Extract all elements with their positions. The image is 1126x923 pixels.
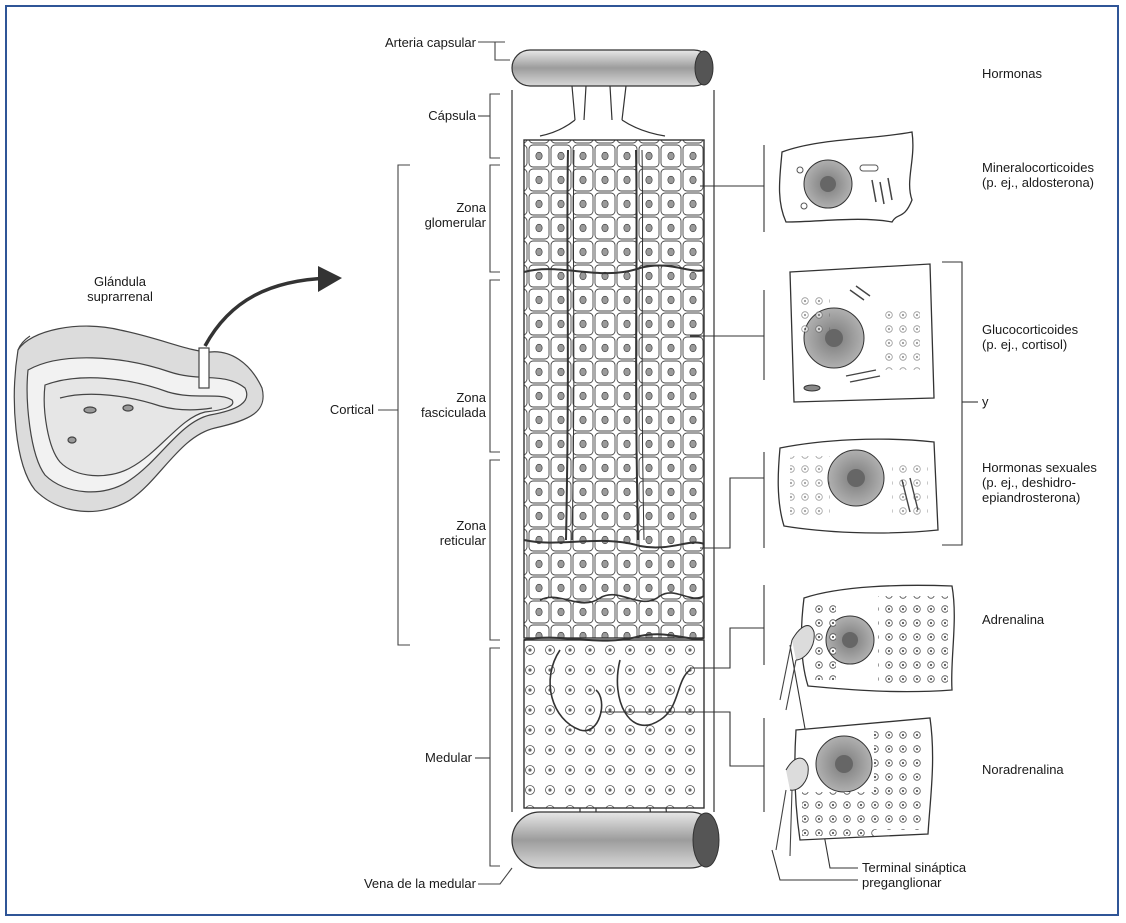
zoom-arrow bbox=[205, 278, 330, 346]
label-capsula: Cápsula bbox=[380, 108, 476, 123]
label-mineralocorticoides-1: Mineralocorticoides bbox=[982, 160, 1094, 175]
cell-noradrenaline bbox=[776, 718, 933, 856]
capsular-artery bbox=[512, 50, 713, 136]
label-terminal-sinaptica-2: preganglionar bbox=[862, 875, 966, 890]
cell-reticularis bbox=[778, 439, 938, 533]
label-glucocorticoides: Glucocorticoides (p. ej., cortisol) bbox=[982, 322, 1078, 352]
tissue-column bbox=[512, 90, 714, 830]
label-cortical: Cortical bbox=[290, 402, 374, 417]
label-zona-fasciculada-1: Zona bbox=[390, 390, 486, 405]
gland-label-line1: Glándula bbox=[60, 274, 180, 289]
label-zona-fasciculada-2: fasciculada bbox=[390, 405, 486, 420]
label-adrenalina: Adrenalina bbox=[982, 612, 1044, 627]
label-zona-reticular: Zona reticular bbox=[390, 518, 486, 548]
label-zona-reticular-1: Zona bbox=[390, 518, 486, 533]
label-medular: Medular bbox=[380, 750, 472, 765]
zoom-arrow-head bbox=[318, 266, 342, 292]
label-mineralocorticoides: Mineralocorticoides (p. ej., aldosterona… bbox=[982, 160, 1094, 190]
label-zona-glomerular-2: glomerular bbox=[390, 215, 486, 230]
cell-glomerulosa bbox=[780, 132, 913, 222]
label-zona-glomerular-1: Zona bbox=[390, 200, 486, 215]
gland-label: Glándula suprarrenal bbox=[60, 274, 180, 304]
label-arteria-capsular: Arteria capsular bbox=[300, 35, 476, 50]
label-zona-reticular-2: reticular bbox=[390, 533, 486, 548]
label-mineralocorticoides-2: (p. ej., aldosterona) bbox=[982, 175, 1094, 190]
label-hormonas-sexuales-1: Hormonas sexuales bbox=[982, 460, 1097, 475]
label-y: y bbox=[982, 394, 989, 409]
adrenal-gland-drawing bbox=[14, 326, 263, 511]
label-glucocorticoides-2: (p. ej., cortisol) bbox=[982, 337, 1078, 352]
label-noradrenalina: Noradrenalina bbox=[982, 762, 1064, 777]
label-zona-glomerular: Zona glomerular bbox=[390, 200, 486, 230]
label-zona-fasciculada: Zona fasciculada bbox=[390, 390, 486, 420]
gland-label-line2: suprarrenal bbox=[60, 289, 180, 304]
cell-adrenaline bbox=[780, 585, 954, 710]
label-hormonas: Hormonas bbox=[982, 66, 1042, 81]
cell-fasciculata bbox=[790, 264, 934, 402]
label-hormonas-sexuales-2: (p. ej., deshidro- bbox=[982, 475, 1097, 490]
label-glucocorticoides-1: Glucocorticoides bbox=[982, 322, 1078, 337]
medullary-vein bbox=[512, 812, 719, 868]
label-terminal-sinaptica-1: Terminal sináptica bbox=[862, 860, 966, 875]
label-terminal-sinaptica: Terminal sináptica preganglionar bbox=[862, 860, 966, 890]
label-hormonas-sexuales-3: epiandrosterona) bbox=[982, 490, 1097, 505]
label-hormonas-sexuales: Hormonas sexuales (p. ej., deshidro- epi… bbox=[982, 460, 1097, 505]
label-vena-medular: Vena de la medular bbox=[300, 876, 476, 891]
